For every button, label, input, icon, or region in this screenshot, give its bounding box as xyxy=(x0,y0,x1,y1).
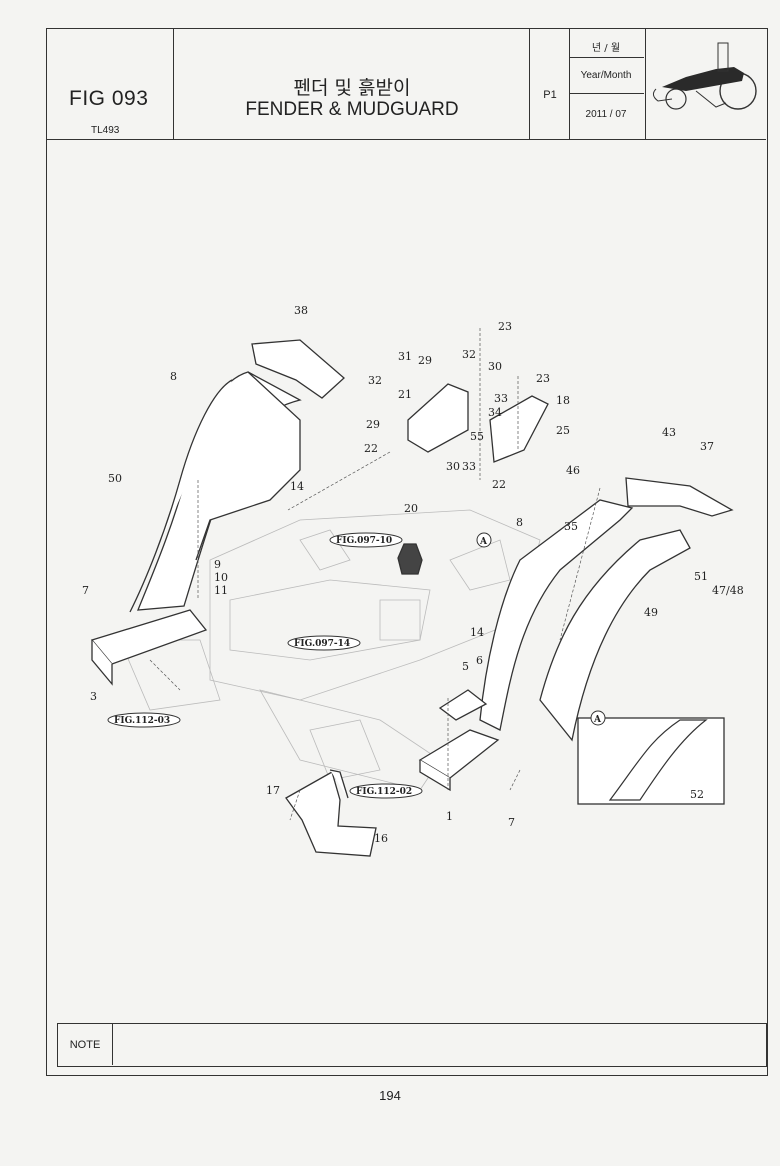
mudguard-step-left xyxy=(90,609,208,686)
callout-38: 38 xyxy=(294,304,308,317)
callout-11: 11 xyxy=(214,584,228,597)
callout-31: 31 xyxy=(398,350,412,363)
header-block: FIG 093 TL493 펜더 및 흙받이 FENDER & MUDGUARD… xyxy=(47,29,766,140)
callout-55: 55 xyxy=(470,430,484,443)
callout-49: 49 xyxy=(644,606,658,619)
detail-view-a: A A xyxy=(476,532,725,805)
title-english: FENDER & MUDGUARD xyxy=(245,99,459,120)
callout-23: 23 xyxy=(498,320,512,333)
ref-fig-097-10: FIG.097-10 xyxy=(336,536,392,546)
callout-43: 43 xyxy=(662,426,676,439)
callout-10: 10 xyxy=(214,571,228,584)
tractor-icon xyxy=(652,42,757,110)
leader-lines xyxy=(149,328,601,821)
fender-top-cover-right xyxy=(625,477,734,517)
callout-25: 25 xyxy=(556,424,570,437)
callout-1: 1 xyxy=(446,810,453,823)
callout-33-b: 33 xyxy=(462,460,476,473)
title-cell: 펜더 및 흙받이 FENDER & MUDGUARD xyxy=(174,29,530,139)
mudguard-step-right xyxy=(418,689,500,792)
callout-9: 9 xyxy=(214,558,221,571)
page-frame: FIG 093 TL493 펜더 및 흙받이 FENDER & MUDGUARD… xyxy=(46,28,768,1076)
callout-52: 52 xyxy=(690,788,704,801)
ref-fig-112-03: FIG.112-03 xyxy=(114,716,170,726)
callout-29: 29 xyxy=(418,354,432,367)
callout-16: 16 xyxy=(374,832,388,845)
callout-46: 46 xyxy=(566,464,580,477)
callout-22: 22 xyxy=(364,442,378,455)
callout-18: 18 xyxy=(556,394,570,407)
callout-14: 14 xyxy=(290,480,304,493)
page-cell: P1 xyxy=(530,29,570,139)
callout-35: 35 xyxy=(564,520,578,533)
callout-20: 20 xyxy=(404,502,418,515)
callout-37: 37 xyxy=(700,440,714,453)
callout-14-b: 14 xyxy=(470,626,484,639)
part-callouts: 38 23 31 29 32 30 23 32 21 33 18 34 29 5… xyxy=(82,304,744,845)
callout-47-48: 47/48 xyxy=(712,584,744,597)
fender-top-cover-left xyxy=(251,339,345,399)
ref-fig-097-14: FIG.097-14 xyxy=(294,639,350,649)
callout-7: 7 xyxy=(82,584,89,597)
callout-21: 21 xyxy=(398,388,412,401)
year-month-label: Year/Month xyxy=(580,70,632,81)
callout-5: 5 xyxy=(462,660,469,673)
callout-3: 3 xyxy=(90,690,97,703)
ref-fig-112-02: FIG.112-02 xyxy=(356,787,412,797)
note-box: NOTE xyxy=(57,1023,767,1067)
figure-references: FIG.097-10 FIG.097-14 FIG.112-03 FIG.112… xyxy=(107,532,423,799)
year-month-label-korean: 년 / 월 xyxy=(591,43,621,54)
rear-fender-left xyxy=(129,371,302,613)
callout-7-b: 7 xyxy=(508,816,515,829)
fig-number-cell: FIG 093 TL493 xyxy=(47,29,174,139)
note-label: NOTE xyxy=(58,1024,113,1065)
fig-number: FIG 093 xyxy=(69,87,149,110)
detail-view-marker: A xyxy=(479,537,488,547)
callout-17: 17 xyxy=(266,784,280,797)
year-month-cell: 년 / 월 Year/Month 2011 / 07 xyxy=(570,29,646,139)
detail-view-label: A xyxy=(593,715,602,725)
callout-8: 8 xyxy=(170,370,177,383)
callout-33: 33 xyxy=(494,392,508,405)
callout-50: 50 xyxy=(108,472,122,485)
callout-6: 6 xyxy=(476,654,483,667)
callout-34: 34 xyxy=(488,406,502,419)
page-code: P1 xyxy=(543,89,557,101)
callout-22-b: 22 xyxy=(492,478,506,491)
callout-30: 30 xyxy=(488,360,502,373)
lever-guide-assembly xyxy=(407,383,549,463)
callout-8-b: 8 xyxy=(516,516,523,529)
tractor-logo-cell xyxy=(646,29,766,139)
model-code: TL493 xyxy=(91,125,120,136)
gear-lever-boot xyxy=(397,543,423,575)
callout-29-b: 29 xyxy=(366,418,380,431)
callout-30-b: 30 xyxy=(446,460,460,473)
step-plate xyxy=(285,769,377,857)
title-korean: 펜더 및 흙받이 xyxy=(293,77,411,99)
page-number: 194 xyxy=(379,1088,401,1103)
callout-23-b: 23 xyxy=(536,372,550,385)
rear-fender-right xyxy=(479,499,691,742)
callout-51: 51 xyxy=(694,570,708,583)
callout-32-b: 32 xyxy=(368,374,382,387)
year-month-value: 2011 / 07 xyxy=(585,109,627,120)
callout-32: 32 xyxy=(462,348,476,361)
